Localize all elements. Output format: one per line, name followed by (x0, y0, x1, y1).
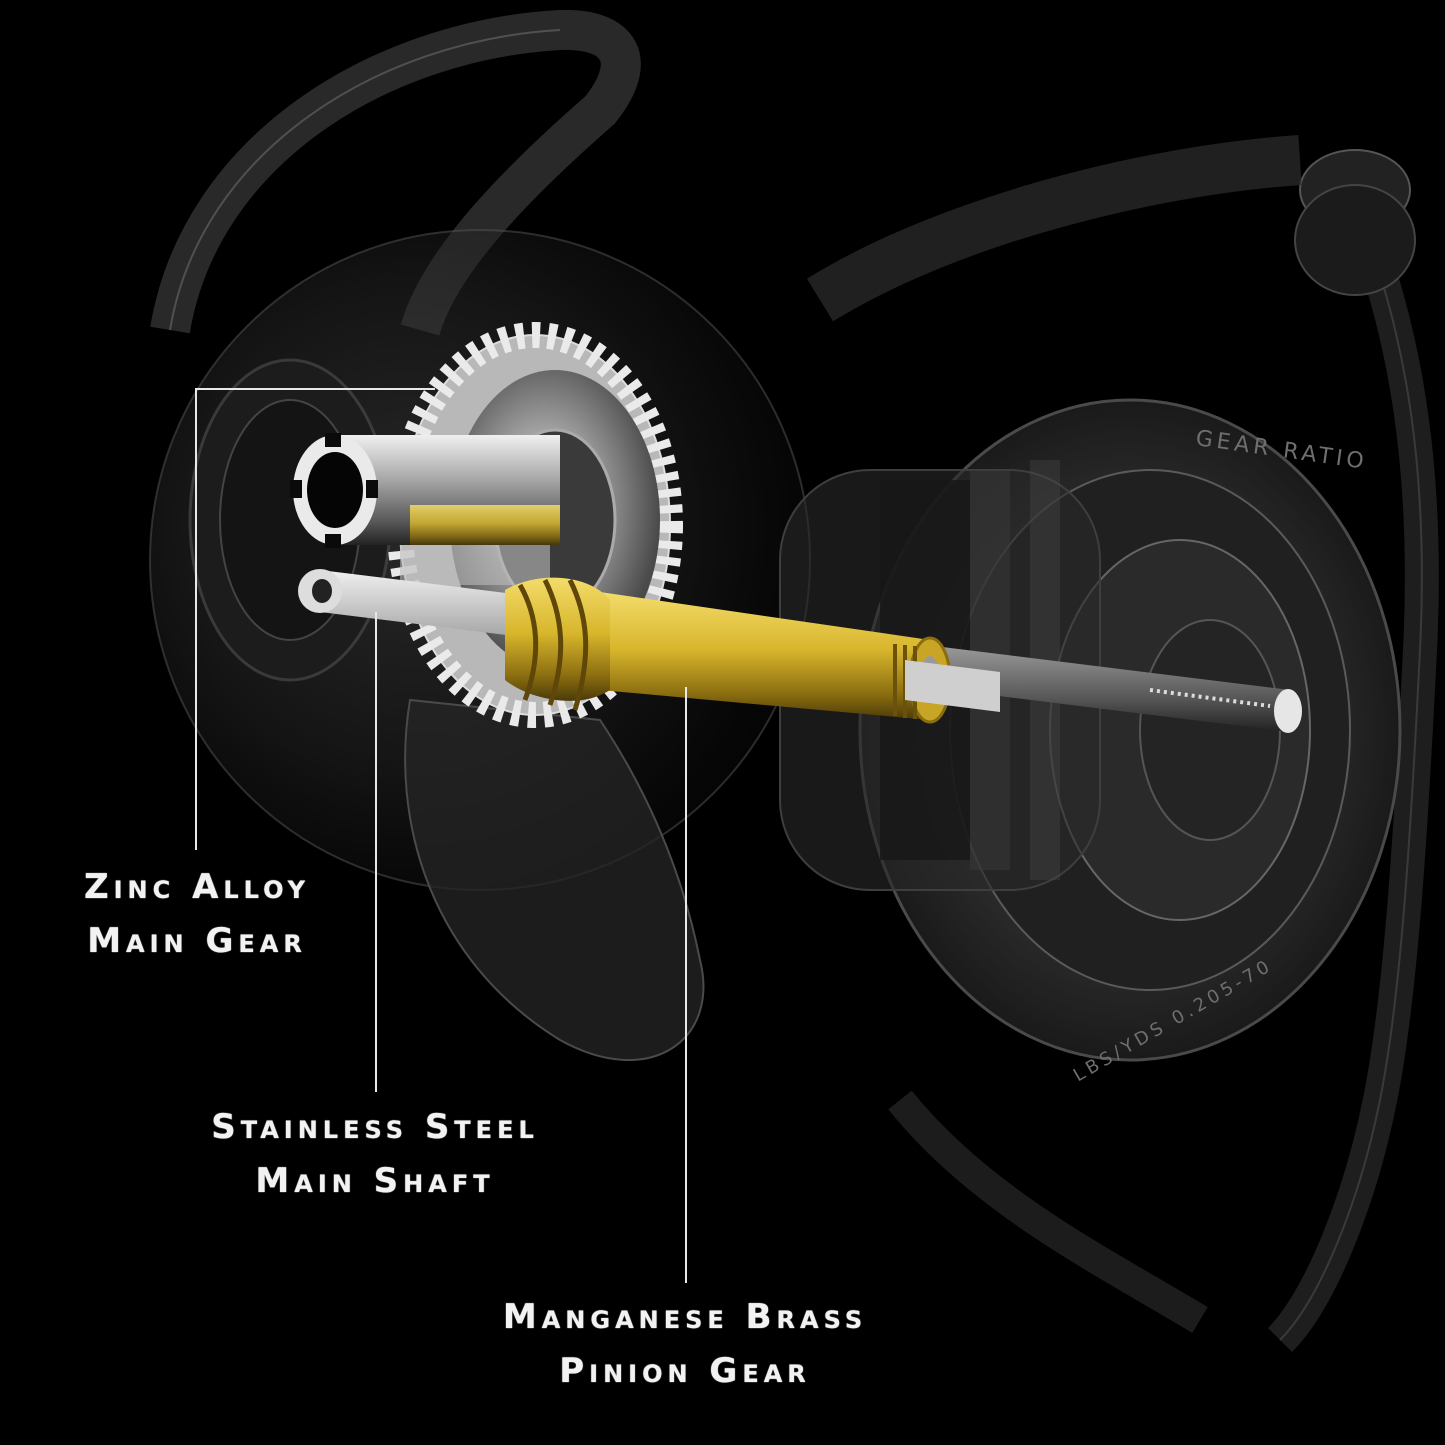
leader-line-pinion-gear (685, 687, 687, 1283)
callout-line-1: Stainless Steel (211, 1107, 539, 1147)
callout-manganese-brass-pinion-gear: Manganese Brass Pinion Gear (470, 1290, 900, 1398)
callout-line-1: Manganese Brass (502, 1297, 868, 1337)
pinion-spline-shaft (290, 433, 560, 585)
callout-line-2: Main Shaft (255, 1161, 495, 1201)
callout-zinc-alloy-main-gear: Zinc Alloy Main Gear (72, 860, 322, 968)
callout-stainless-steel-main-shaft: Stainless Steel Main Shaft (180, 1100, 570, 1208)
manganese-brass-pinion-gear (505, 577, 1000, 724)
leader-line-main-gear-horizontal (195, 388, 435, 390)
callout-line-1: Zinc Alloy (83, 867, 311, 907)
leader-line-main-shaft (375, 612, 377, 1092)
reel-foot (404, 698, 705, 1061)
leader-line-main-gear-vertical (195, 388, 197, 850)
callout-line-2: Main Gear (87, 921, 307, 961)
callout-line-2: Pinion Gear (559, 1351, 811, 1391)
